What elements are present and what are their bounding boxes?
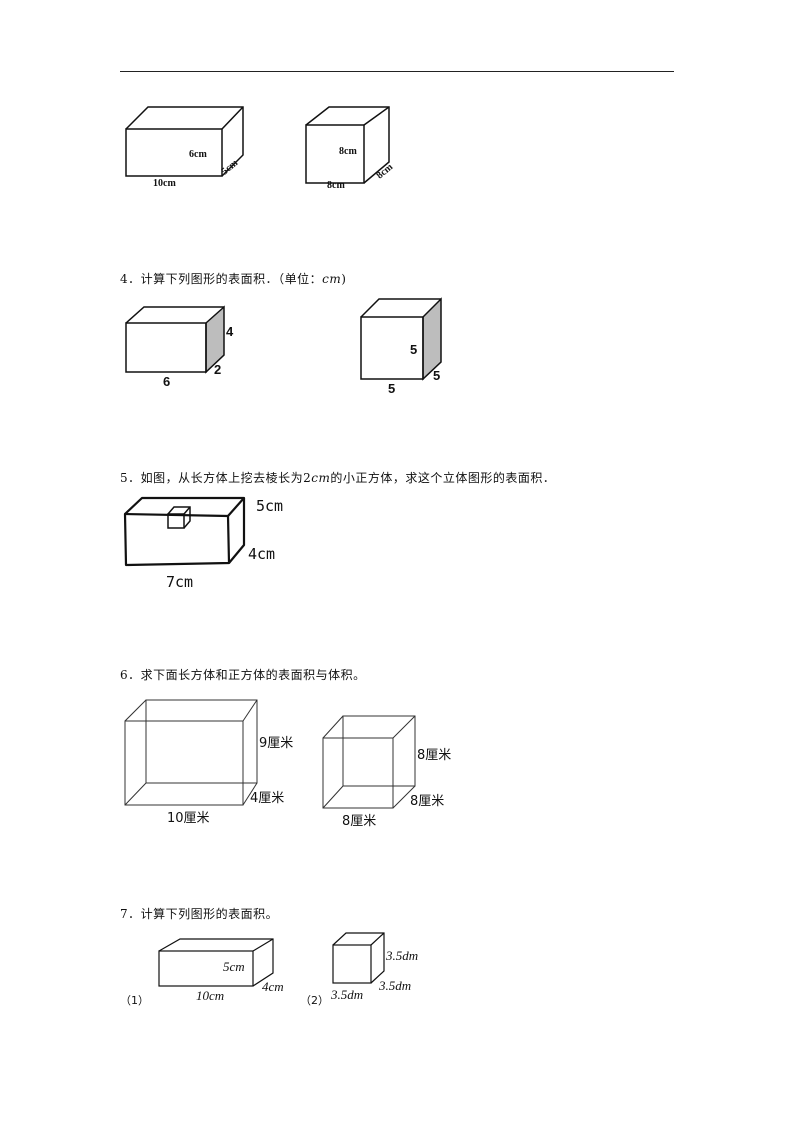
- question-7: 7．计算下列图形的表面积。: [120, 907, 279, 921]
- q7-fig1-height: 5cm: [223, 959, 245, 974]
- q3-fig2-length: 8cm: [327, 180, 345, 191]
- q3-fig1-height: 6cm: [189, 149, 207, 160]
- q5-width: 4cm: [248, 545, 276, 563]
- q6-fig1-length: 10厘米: [167, 811, 210, 826]
- q5-height: 5cm: [256, 497, 284, 515]
- cuboid-q7-1: [158, 938, 274, 987]
- cuboid-q5: [123, 496, 246, 567]
- q5-length: 7cm: [166, 573, 194, 591]
- q7-fig1-length: 10cm: [196, 988, 225, 1003]
- q7-fig1-width: 4cm: [262, 979, 284, 994]
- cube-q4-2: [360, 297, 442, 381]
- q4-fig1-length: 6: [163, 374, 171, 389]
- wire-cube-q6: [322, 715, 416, 809]
- wire-cuboid-q6: [124, 699, 258, 806]
- header-rule: [120, 71, 674, 72]
- cuboid-q3-1: [125, 106, 244, 177]
- q4-fig1-height: 4: [226, 324, 234, 339]
- q7-tag-2: （2）: [300, 994, 329, 1007]
- q3-fig2-height: 8cm: [339, 146, 357, 157]
- q6-fig2-width: 8厘米: [410, 794, 445, 809]
- q4-fig2-height: 5: [410, 342, 418, 357]
- q6-fig1-height: 9厘米: [259, 736, 294, 751]
- q7-fig2-width: 3.5dm: [379, 978, 412, 993]
- q7-fig2-height: 3.5dm: [386, 948, 419, 963]
- question-4: 4．计算下列图形的表面积．（单位：cm): [120, 272, 347, 286]
- question-5: 5．如图，从长方体上挖去棱长为2cm的小正方体，求这个立体图形的表面积．: [120, 471, 556, 485]
- question-6: 6．求下面长方体和正方体的表面积与体积。: [120, 668, 366, 682]
- cube-q3-2: [305, 106, 390, 184]
- q6-fig1-width: 4厘米: [250, 791, 285, 806]
- q4-fig1-width: 2: [214, 362, 222, 377]
- q6-fig2-length: 8厘米: [342, 814, 377, 829]
- q4-fig2-width: 5: [433, 368, 441, 383]
- q7-fig2-length: 3.5dm: [331, 987, 364, 1002]
- cutout-cube: [167, 506, 191, 529]
- q4-fig2-length: 5: [388, 381, 396, 396]
- q6-fig2-height: 8厘米: [417, 748, 452, 763]
- cube-q7-2: [332, 932, 385, 984]
- cuboid-q4-1: [125, 305, 225, 374]
- q7-tag-1: （1）: [120, 994, 149, 1007]
- q3-fig1-length: 10cm: [153, 178, 176, 189]
